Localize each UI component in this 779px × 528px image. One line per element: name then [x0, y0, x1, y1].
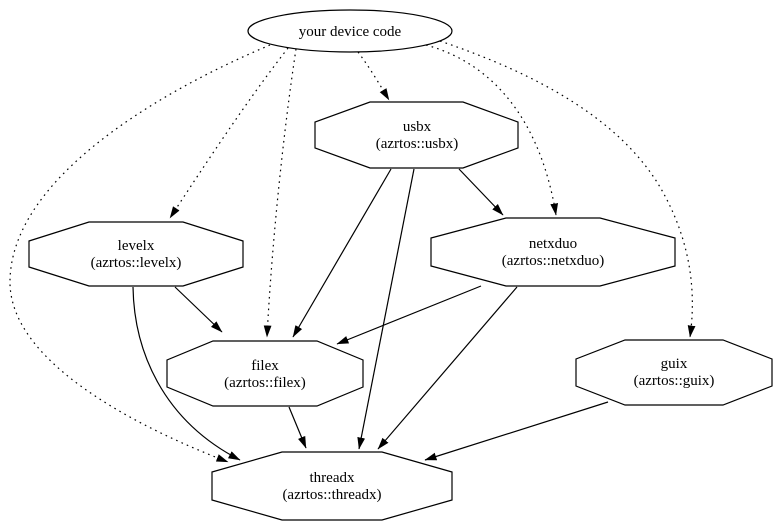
node-label: guix: [661, 356, 688, 372]
node-filex: filex (azrtos::filex): [166, 340, 364, 407]
node-sublabel: (azrtos::threadx): [282, 487, 381, 503]
edge-device-levelx: [169, 47, 289, 219]
edge-netxduo-threadx: [377, 286, 518, 450]
edge-device-netxduo: [425, 44, 559, 216]
node-label: usbx: [403, 119, 432, 135]
edge-group-dotted: [9, 40, 696, 463]
node-label: your device code: [299, 24, 402, 40]
node-sublabel: (azrtos::levelx): [91, 255, 182, 271]
edge-usbx-filex: [292, 168, 392, 338]
edge-usbx-netxduo: [458, 168, 504, 216]
edge-netxduo-filex: [336, 285, 482, 345]
node-your-device-code: your device code: [247, 9, 453, 53]
octagon-shape: [430, 217, 676, 287]
node-label: threadx: [310, 470, 355, 486]
node-label: levelx: [118, 238, 155, 254]
octagon-shape: [28, 221, 244, 287]
node-guix: guix (azrtos::guix): [575, 339, 773, 406]
edge-usbx-threadx: [357, 168, 415, 450]
node-levelx: levelx (azrtos::levelx): [28, 221, 244, 287]
octagon-shape: [314, 101, 519, 169]
node-label: filex: [251, 358, 279, 374]
node-sublabel: (azrtos::usbx): [376, 136, 458, 152]
edge-device-threadx: [9, 44, 271, 463]
edge-device-guix: [439, 40, 696, 338]
node-sublabel: (azrtos::filex): [224, 375, 306, 391]
edge-filex-threadx: [288, 406, 307, 449]
octagon-shape: [211, 451, 453, 521]
node-sublabel: (azrtos::netxduo): [502, 253, 604, 269]
node-label: netxduo: [529, 236, 577, 252]
edge-device-usbx: [357, 51, 390, 101]
octagon-shape: [575, 339, 773, 406]
edge-levelx-filex: [174, 286, 223, 333]
edge-guix-threadx: [424, 401, 609, 461]
edge-device-filex: [263, 48, 297, 338]
octagon-shape: [166, 340, 364, 407]
node-usbx: usbx (azrtos::usbx): [314, 101, 519, 169]
node-netxduo: netxduo (azrtos::netxduo): [430, 217, 676, 287]
ellipse-shape: [247, 9, 453, 53]
node-sublabel: (azrtos::guix): [634, 373, 715, 389]
edge-group-solid: [132, 168, 609, 461]
edge-levelx-threadx: [132, 286, 241, 461]
node-threadx: threadx (azrtos::threadx): [211, 451, 453, 521]
